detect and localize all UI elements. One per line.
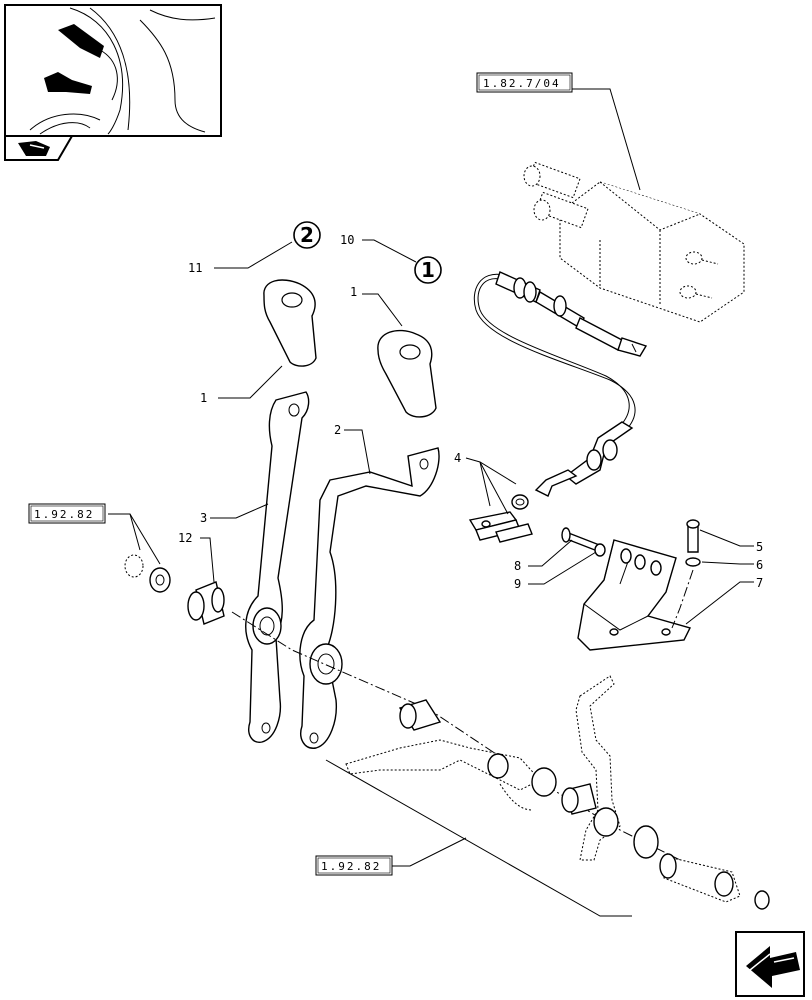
callout-7: 7 bbox=[756, 576, 763, 590]
circled-callout-2: 2 bbox=[293, 221, 321, 249]
ref-left-text: 1.92.82 bbox=[34, 508, 94, 521]
leader-lines bbox=[108, 239, 754, 917]
control-cable bbox=[473, 271, 648, 497]
ref-box-top[interactable]: 1.82.7/04 bbox=[476, 72, 573, 93]
callout-6: 6 bbox=[756, 558, 763, 572]
callout-8: 8 bbox=[514, 559, 521, 573]
lower-shaft-assembly bbox=[345, 675, 770, 910]
bushing-12 bbox=[187, 581, 225, 625]
ref-bottom-text: 1.92.82 bbox=[321, 860, 381, 873]
lever-knob-right bbox=[377, 329, 437, 418]
callout-3: 3 bbox=[200, 511, 207, 525]
svg-text:1: 1 bbox=[421, 258, 435, 282]
ref-box-bottom[interactable]: 1.92.82 bbox=[315, 855, 393, 876]
callout-1b: 1 bbox=[200, 391, 207, 405]
washers-left bbox=[124, 554, 171, 593]
clevis-parts bbox=[468, 494, 533, 543]
circled-callout-1: 1 bbox=[414, 256, 442, 284]
ref-box-left[interactable]: 1.92.82 bbox=[28, 503, 106, 524]
lever-2 bbox=[299, 447, 440, 749]
callout-5: 5 bbox=[756, 540, 763, 554]
callout-4: 4 bbox=[454, 451, 461, 465]
callout-2: 2 bbox=[334, 423, 341, 437]
lever-knob-left bbox=[263, 279, 317, 367]
callout-12: 12 bbox=[178, 531, 192, 545]
svg-text:2: 2 bbox=[300, 223, 314, 247]
valve-block bbox=[523, 161, 745, 323]
next-page-arrow-icon[interactable] bbox=[735, 931, 805, 997]
book-icon bbox=[4, 135, 74, 161]
callout-10: 10 bbox=[340, 233, 354, 247]
thumbnail-view bbox=[4, 4, 222, 137]
lever-3 bbox=[245, 391, 310, 743]
callout-1a: 1 bbox=[350, 285, 357, 299]
mounting-bracket bbox=[561, 519, 701, 651]
callout-9: 9 bbox=[514, 577, 521, 591]
ref-top-text: 1.82.7/04 bbox=[483, 77, 561, 90]
callout-11: 11 bbox=[188, 261, 202, 275]
